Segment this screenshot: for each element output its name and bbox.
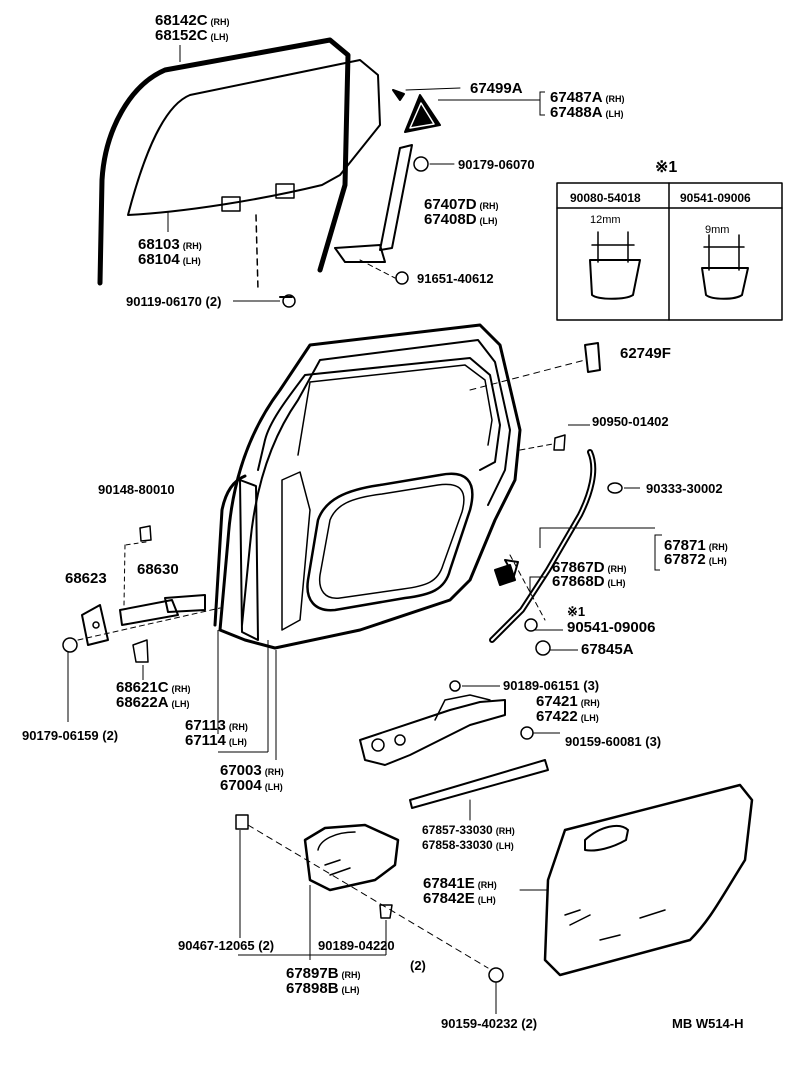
label-division-bar-lh: 67408D(LH) — [424, 211, 498, 228]
label-68630: 68630 — [137, 561, 179, 578]
label-quarter-glass: 67487A(RH) — [550, 89, 625, 106]
window-regulator — [359, 680, 534, 766]
label-90148-80010: 90148-80010 — [98, 482, 175, 497]
label-door-lh: 67004(LH) — [220, 777, 283, 794]
glass-run-channel — [97, 37, 351, 286]
label-regulator: 67421(RH) — [536, 693, 600, 710]
label-glass-lh: 68104(LH) — [138, 251, 201, 268]
label-belt-strip-lh: 67858-33030(LH) — [422, 838, 514, 852]
label-door: 67003(RH) — [220, 762, 284, 779]
label-door-trim: 67841E(RH) — [423, 875, 497, 892]
label-panel-lh: 67114(LH) — [185, 732, 247, 749]
label-90159-40232: 90159-40232 (2) — [441, 1016, 538, 1031]
label-90189-04220: 90189-04220 — [318, 938, 395, 953]
glass-bolt — [279, 294, 296, 308]
note-mark: ※1 — [655, 159, 678, 176]
label-regulator-lh: 67422(LH) — [536, 708, 599, 725]
division-bar — [334, 144, 455, 285]
door-seal — [469, 342, 601, 391]
label-glass-run-lh: 68152C(LH) — [155, 27, 229, 44]
label-67868d: 67868D(LH) — [552, 573, 626, 590]
label-90159-60081: 90159-60081 (3) — [565, 734, 662, 749]
label-panel: 67113(RH) — [185, 717, 248, 734]
label-division-bar: 67407D(RH) — [424, 196, 499, 213]
label-91651-40612: 91651-40612 — [417, 271, 494, 286]
door-glass — [127, 59, 381, 291]
label-glass-run: 68142C(RH) — [155, 12, 230, 29]
label-90950-01402: 90950-01402 — [592, 414, 669, 429]
belt-strip — [409, 759, 549, 821]
label-90541-09006: 90541-09006 — [567, 619, 656, 636]
label-90189-06151: 90189-06151 (3) — [503, 678, 600, 693]
label-90179-06070: 90179-06070 — [458, 157, 535, 172]
note-mark-ref: ※1 — [567, 604, 586, 619]
label-glass: 68103(RH) — [138, 236, 202, 253]
note-part-2: 90541-09006 — [680, 191, 751, 205]
label-90333-30002: 90333-30002 — [646, 481, 723, 496]
label-quarter-glass-lh: 67488A(LH) — [550, 104, 624, 121]
note-table — [556, 182, 783, 321]
label-67845a: 67845A — [581, 641, 634, 658]
label-hinge: 68621C(RH) — [116, 679, 191, 696]
door-shell — [213, 323, 522, 650]
label-door-trim-lh: 67842E(LH) — [423, 890, 496, 907]
label-90189-04220-qty: (2) — [410, 958, 426, 973]
speaker-cover — [235, 814, 504, 983]
label-speaker-cover-lh: 67898B(LH) — [286, 980, 360, 997]
label-belt-strip: 67857-33030(RH) — [422, 823, 515, 837]
label-62749f: 62749F — [620, 345, 671, 362]
note-size-1: 12mm — [590, 214, 621, 226]
diagram-code: MB W514-H — [672, 1016, 744, 1031]
label-weatherstrip: 67871(RH) — [664, 537, 728, 554]
weatherstrip-clips — [494, 559, 551, 656]
label-68623: 68623 — [65, 570, 107, 587]
door-trim-panel — [519, 783, 754, 977]
label-90179-06159: 90179-06159 (2) — [22, 728, 119, 743]
note-part-1: 90080-54018 — [570, 191, 641, 205]
leader-lines — [67, 45, 662, 1014]
label-glass-bolt: 90119-06170 (2) — [126, 294, 222, 309]
quarter-glass — [392, 87, 461, 133]
label-67499a: 67499A — [470, 80, 523, 97]
label-hinge-lh: 68622A(LH) — [116, 694, 190, 711]
hinge-assembly — [62, 525, 221, 663]
note-size-2: 9mm — [705, 224, 730, 236]
label-67867d: 67867D(RH) — [552, 559, 627, 576]
label-weatherstrip-lh: 67872(LH) — [664, 551, 727, 568]
label-90467-12065: 90467-12065 (2) — [178, 938, 275, 953]
weatherstrip — [489, 434, 623, 643]
label-speaker-cover: 67897B(RH) — [286, 965, 361, 982]
